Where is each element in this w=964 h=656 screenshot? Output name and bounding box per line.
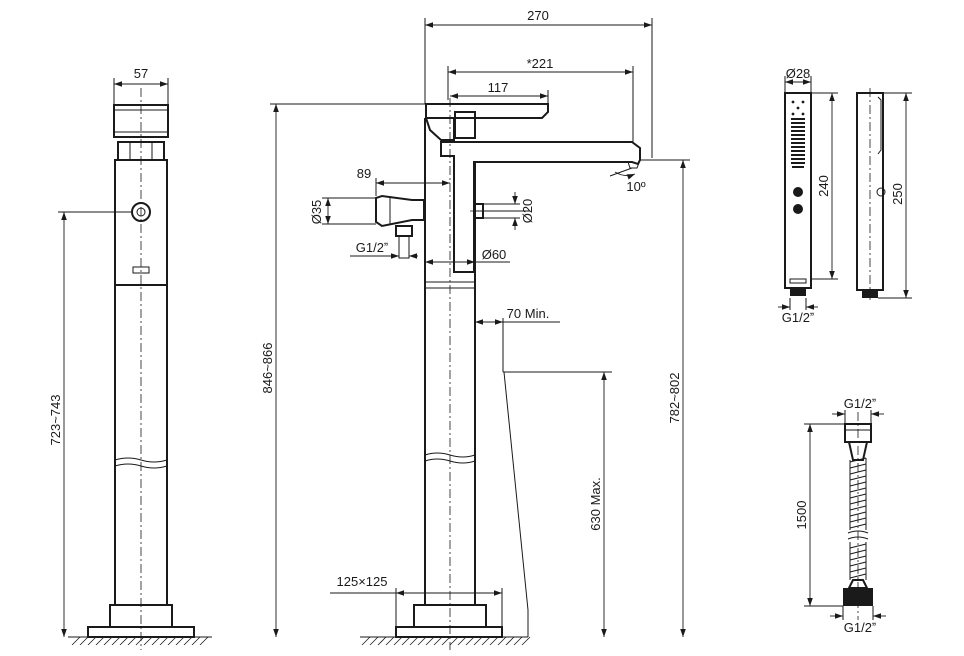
dim-hose-thread-top: G1/2ˮ [844, 396, 877, 411]
spray-button-1 [793, 187, 803, 197]
dim-clearance: 70 Min. [507, 306, 550, 321]
spray-button-2 [793, 204, 803, 214]
dim-holder-offset: 89 [357, 166, 371, 181]
dim-side-width: 57 [134, 66, 148, 81]
dim-spout-length: 117 [488, 80, 509, 95]
side-view: 57 723~743 [48, 66, 212, 650]
dim-front-total-height: 846~866 [260, 343, 275, 394]
dim-column-diameter: Ø60 [482, 247, 507, 262]
dim-side-height: 723~743 [48, 395, 63, 446]
dim-hose-length: 1500 [794, 501, 809, 530]
dim-handle-diameter: Ø20 [520, 199, 535, 224]
dim-base-plate: 125×125 [337, 574, 388, 589]
dim-shower-face-length: 240 [816, 175, 831, 197]
dim-holder-diameter: Ø35 [309, 200, 324, 225]
hand-shower-view: Ø28 240 250 G1/2ˮ [778, 66, 912, 325]
hose-view: G1/2ˮ 1500 G1/2ˮ [794, 396, 886, 635]
dim-shower-diameter: Ø28 [786, 66, 811, 81]
dim-rim-height: 630 Max. [588, 477, 603, 530]
dim-spout-angle: 10º [626, 179, 645, 194]
dim-shower-side-length: 250 [890, 183, 905, 205]
dim-reach: 270 [527, 8, 549, 23]
dim-reach-star: *221 [527, 56, 554, 71]
dim-outlet-height: 782~802 [667, 373, 682, 424]
front-view: 270 *221 117 10º 89 Ø35 Ø20 G1/2ˮ [260, 8, 690, 650]
dim-thread-left: G1/2ˮ [356, 240, 389, 255]
dim-shower-thread: G1/2ˮ [782, 310, 815, 325]
dim-hose-thread-bottom: G1/2ˮ [844, 620, 877, 635]
shower-nozzles [791, 100, 805, 168]
